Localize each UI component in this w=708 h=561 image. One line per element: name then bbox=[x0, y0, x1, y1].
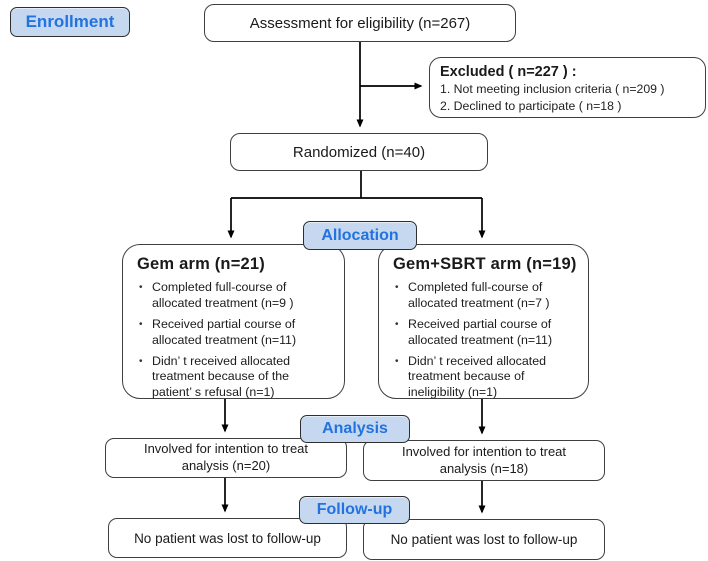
bullet-icon: • bbox=[395, 355, 399, 367]
analysis-box-gem: Involved for intention to treat analysis… bbox=[105, 438, 347, 478]
bullet-icon: • bbox=[395, 318, 399, 330]
gem-sbrt-bullet-1-text: Completed full-course of allocated treat… bbox=[408, 280, 550, 310]
gem-sbrt-bullet-3: • Didn’ t received allocated treatment b… bbox=[391, 354, 580, 402]
gem-sbrt-bullet-2-text: Received partial course of allocated tre… bbox=[408, 316, 553, 347]
gem-arm-bullet-1: • Completed full-course of allocated tre… bbox=[135, 280, 336, 312]
stage-badge-followup: Follow-up bbox=[299, 496, 410, 524]
stage-badge-allocation: Allocation bbox=[303, 221, 417, 250]
bullet-icon: • bbox=[139, 355, 143, 367]
gem-sbrt-bullet-2: • Received partial course of allocated t… bbox=[391, 317, 580, 349]
gem-arm-bullet-1-text: Completed full-course of allocated treat… bbox=[152, 280, 294, 310]
bullet-icon: • bbox=[139, 282, 143, 293]
gem-sbrt-bullet-3-text: Didn’ t received allocated treatment bec… bbox=[408, 353, 546, 400]
randomized-box: Randomized (n=40) bbox=[230, 133, 488, 171]
assessment-box: Assessment for eligibility (n=267) bbox=[204, 4, 516, 42]
followup-box-sbrt: No patient was lost to follow-up bbox=[363, 519, 605, 560]
gem-arm-title: Gem arm (n=21) bbox=[137, 255, 265, 273]
stage-badge-enrollment: Enrollment bbox=[10, 7, 130, 37]
gem-arm-bullet-2: • Received partial course of allocated t… bbox=[135, 317, 336, 349]
gem-sbrt-arm-title: Gem+SBRT arm (n=19) bbox=[393, 255, 577, 273]
gem-sbrt-bullet-1: • Completed full-course of allocated tre… bbox=[391, 280, 580, 312]
gem-sbrt-arm-box: Gem+SBRT arm (n=19) • Completed full-cou… bbox=[378, 244, 589, 399]
excluded-title: Excluded ( n=227 ) : bbox=[440, 64, 577, 80]
bullet-icon: • bbox=[395, 282, 399, 293]
excluded-box: Excluded ( n=227 ) : 1. Not meeting incl… bbox=[429, 57, 706, 118]
excluded-item-1: 1. Not meeting inclusion criteria ( n=20… bbox=[440, 82, 665, 97]
gem-arm-bullet-2-text: Received partial course of allocated tre… bbox=[152, 316, 297, 347]
stage-badge-analysis: Analysis bbox=[300, 415, 410, 443]
followup-box-gem: No patient was lost to follow-up bbox=[108, 518, 347, 558]
gem-arm-bullet-3-text: Didn’ t received allocated treatment bec… bbox=[152, 353, 290, 400]
gem-arm-bullet-3: • Didn’ t received allocated treatment b… bbox=[135, 354, 336, 402]
bullet-icon: • bbox=[139, 318, 143, 330]
analysis-box-sbrt: Involved for intention to treat analysis… bbox=[363, 440, 605, 481]
gem-arm-box: Gem arm (n=21) • Completed full-course o… bbox=[122, 244, 345, 399]
excluded-item-2: 2. Declined to participate ( n=18 ) bbox=[440, 98, 622, 113]
